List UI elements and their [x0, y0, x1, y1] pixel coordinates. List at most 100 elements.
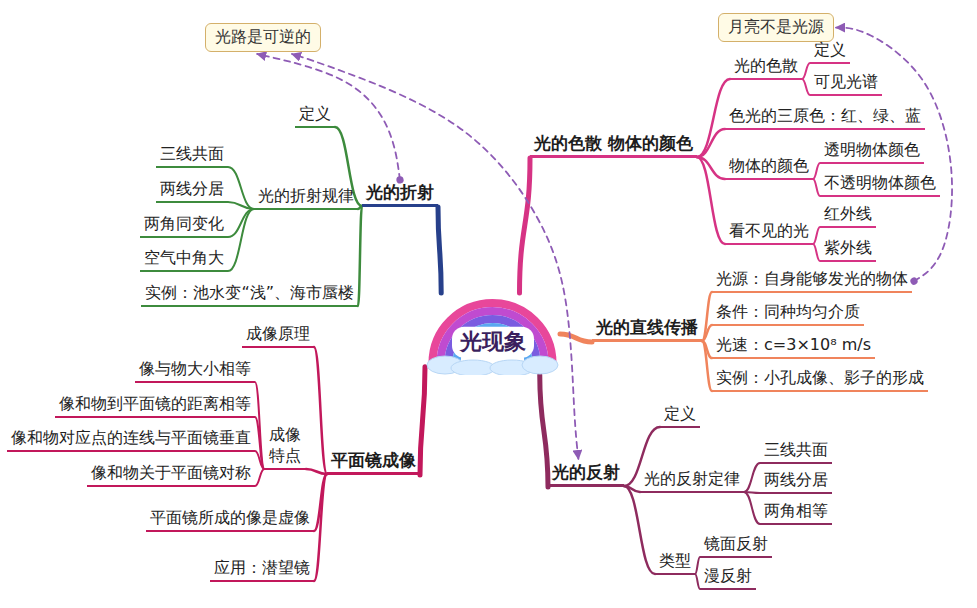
branch-line	[358, 206, 362, 306]
leaf-topic: 三线共面	[156, 144, 228, 168]
node-text: 像与物大小相等	[139, 359, 251, 378]
node-text: 漫反射	[704, 566, 752, 585]
node-text: 成像特点	[269, 425, 301, 465]
leaf-topic: 三线共面	[760, 440, 832, 464]
leaf-topic: 光的色散	[730, 56, 802, 80]
node-text: 光的色散 物体的颜色	[534, 133, 693, 153]
node-text: 类型	[659, 551, 691, 570]
node-text: 光速：c=3×10⁸ m/s	[716, 335, 871, 354]
node-text: 平面镜所成的像是虚像	[150, 508, 310, 527]
leaf-topic: 像和物对应点的连线与平面镜垂直	[7, 428, 255, 452]
node-text: 条件：同种均匀介质	[716, 302, 860, 321]
leaf-topic: 两线分居	[760, 470, 832, 494]
leaf-topic: 光速：c=3×10⁸ m/s	[712, 335, 875, 359]
leaf-topic: 定义	[810, 40, 850, 64]
branch-line	[306, 469, 327, 474]
node-text: 定义	[664, 404, 696, 423]
leaf-topic: 实例：池水变“浅”、海市蜃楼	[141, 283, 358, 307]
branch-line	[702, 341, 712, 391]
node-text: 光的反射定律	[644, 469, 740, 488]
leaf-topic: 类型	[655, 551, 695, 575]
branch-title: 光的反射	[548, 461, 624, 487]
rainbow-band	[449, 319, 537, 363]
node-text: 不透明物体颜色	[824, 173, 936, 192]
branch-line	[520, 158, 531, 293]
node-text: 三线共面	[764, 440, 828, 459]
leaf-topic: 物体的颜色	[725, 156, 813, 180]
node-text: 光的折射规律	[258, 186, 354, 205]
branch-line	[813, 163, 820, 179]
cloud	[522, 356, 558, 374]
leaf-topic: 像和物关于平面镜对称	[87, 463, 255, 487]
cloud	[451, 360, 495, 375]
leaf-topic: 定义	[660, 404, 700, 428]
node-text: 两角相等	[764, 501, 828, 520]
branch-line	[624, 486, 655, 574]
leaf-topic: 应用：潜望镜	[210, 558, 314, 582]
node-text: 物体的颜色	[729, 156, 809, 175]
branch-line	[255, 417, 264, 469]
branch-line	[697, 157, 725, 244]
rainbow-band	[441, 311, 545, 363]
node-text: 色光的三原色：红、绿、蓝	[729, 106, 921, 125]
leaf-topic: 红外线	[820, 204, 876, 228]
leaf-topic: 成像原理	[242, 324, 314, 348]
leaf-topic: 两线分居	[156, 179, 228, 203]
node-text: 可见光谱	[814, 72, 878, 91]
node-text: 光的反射	[552, 462, 620, 482]
leaf-topic: 像与物大小相等	[135, 359, 255, 383]
node-text: 镜面反射	[704, 534, 768, 553]
node-text: 像和物对应点的连线与平面镜垂直	[11, 428, 251, 447]
leaf-topic: 平面镜所成的像是虚像	[146, 508, 314, 532]
leaf-topic: 透明物体颜色	[820, 140, 924, 164]
branch-line	[314, 347, 327, 474]
branch-line	[228, 209, 254, 237]
leaf-topic: 像和物到平面镜的距离相等	[55, 394, 255, 418]
branch-line	[744, 463, 760, 492]
node-text: 透明物体颜色	[824, 140, 920, 159]
node-text: 月亮不是光源	[728, 17, 824, 36]
leaf-topic: 漫反射	[700, 566, 756, 590]
leaf-topic: 色光的三原色：红、绿、蓝	[725, 106, 925, 130]
node-text: 应用：潜望镜	[214, 558, 310, 577]
node-text: 光的折射	[366, 182, 434, 202]
leaf-topic: 两角相等	[760, 501, 832, 525]
branch-line	[255, 382, 264, 469]
branch-line	[697, 79, 730, 157]
leaf-topic: 实例：小孔成像、影子的形成	[712, 368, 928, 392]
branch-title: 光的色散 物体的颜色	[530, 132, 697, 158]
node-text: 光现象	[452, 327, 534, 358]
branch-title: 平面镜成像	[327, 449, 420, 475]
branch-line	[228, 167, 254, 209]
leaf-topic: 不透明物体颜色	[820, 173, 940, 197]
leaf-topic: 条件：同种均匀介质	[712, 302, 864, 326]
branch-line	[255, 469, 264, 486]
branch-line	[420, 367, 425, 475]
node-text: 光的色散	[734, 56, 798, 75]
note-box: 光路是可逆的	[205, 23, 321, 52]
node-text: 两角同变化	[144, 214, 224, 233]
branch-line	[255, 451, 264, 469]
node-text: 实例：池水变“浅”、海市蜃楼	[145, 283, 354, 302]
leaf-topic: 两角同变化	[140, 214, 228, 238]
leaf-topic: 光源：自身能够发光的物体	[712, 269, 912, 293]
branch-line	[744, 492, 760, 524]
node-text: 像和物关于平面镜对称	[91, 463, 251, 482]
node-text: 两线分居	[160, 179, 224, 198]
leaf-topic: 看不见的光	[725, 221, 813, 245]
branch-line	[702, 325, 712, 341]
node-text: 像和物到平面镜的距离相等	[59, 394, 251, 413]
leaf-topic: 空气中角大	[140, 248, 228, 272]
node-text: 平面镜成像	[331, 450, 416, 470]
node-text: 紫外线	[824, 238, 872, 257]
branch-line	[540, 375, 548, 487]
branch-line	[314, 474, 327, 581]
leaf-topic: 紫外线	[820, 238, 876, 262]
leaf-topic: 成像特点	[264, 425, 306, 470]
node-text: 三线共面	[160, 144, 224, 163]
leaf-topic: 镜面反射	[700, 534, 772, 558]
branch-line	[813, 227, 820, 244]
node-text: 光源：自身能够发光的物体	[716, 269, 908, 288]
branch-line	[802, 79, 810, 95]
